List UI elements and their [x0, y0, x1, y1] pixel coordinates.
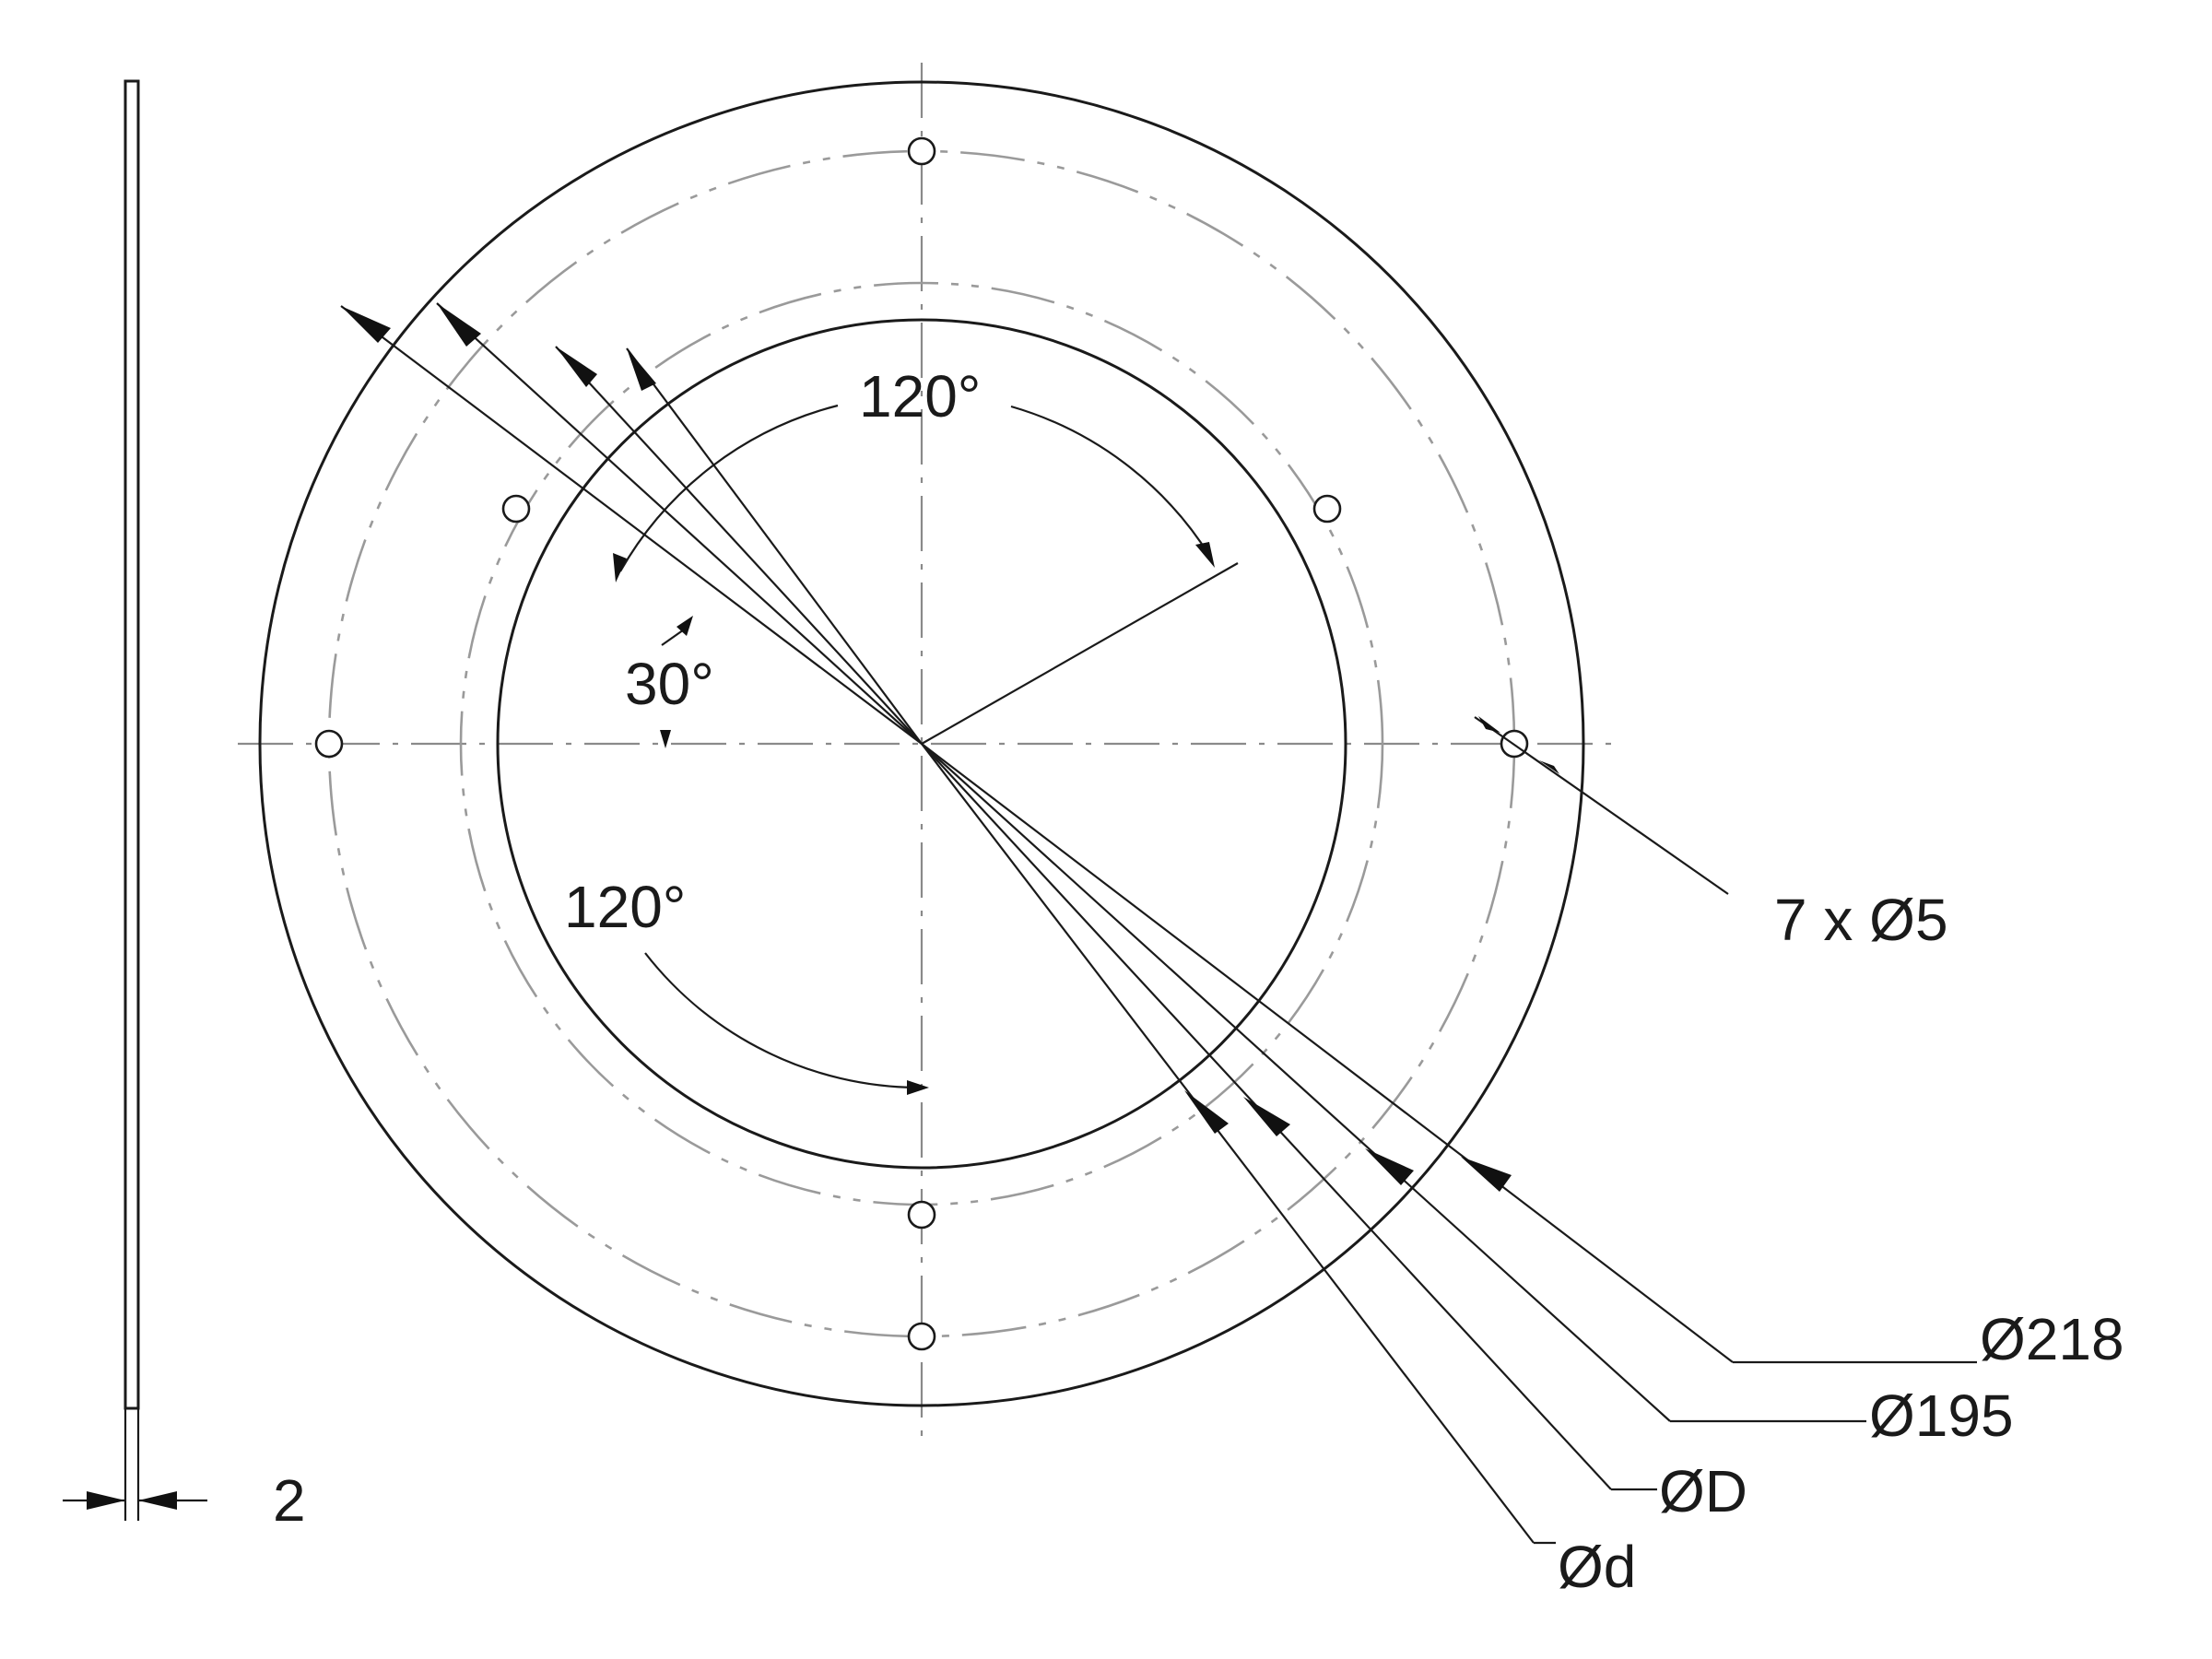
leader-arrow	[1478, 716, 1500, 733]
hole-callout-label: 7 x Ø5	[1774, 887, 1948, 953]
bolt-hole	[907, 1322, 936, 1351]
diameter-label-218: Ø218	[1980, 1306, 2124, 1372]
hole-pattern	[314, 136, 1529, 1351]
diameter-label-D: ØD	[1659, 1458, 1747, 1524]
leader-arrow	[627, 348, 656, 391]
angle-arrow	[613, 553, 627, 582]
angle-dimension-bottom	[644, 952, 929, 1095]
thickness-arrow-left	[87, 1491, 125, 1510]
angle-arrow	[907, 1080, 929, 1095]
thickness-arrow-right	[138, 1491, 177, 1510]
leader-arrow	[1539, 760, 1559, 774]
diameter-label-d: Ød	[1558, 1534, 1636, 1600]
bolt-hole	[1312, 494, 1342, 524]
leader-arrow	[1184, 1090, 1229, 1134]
diameter-leaders-upper	[340, 302, 923, 745]
angle-label-bottom: 120°	[564, 874, 686, 940]
outer-diameter-circle	[258, 80, 1585, 1407]
angle-label-small: 30°	[625, 651, 714, 717]
angle-dimension-top	[613, 404, 1239, 745]
leader-arrow	[556, 347, 597, 387]
inner-bore-circle	[496, 318, 1347, 1170]
angle-dimension-small	[660, 616, 693, 748]
bolt-hole	[907, 1200, 936, 1230]
bolt-hole	[314, 729, 344, 759]
leader-arrow	[1243, 1097, 1290, 1136]
bolt-hole	[907, 136, 936, 166]
side-view-plate	[63, 79, 207, 1521]
hole-callout-leader	[1474, 716, 1729, 895]
angle-label-top: 120°	[859, 363, 981, 429]
leader-arrow	[1365, 1148, 1414, 1185]
thickness-label: 2	[273, 1467, 306, 1534]
leader-arrow	[1461, 1157, 1512, 1192]
angle-arrow	[1195, 542, 1215, 568]
diameter-leaders-lower	[921, 743, 1977, 1545]
angle-arrow	[677, 616, 693, 636]
angle-arrow	[660, 730, 671, 748]
leader-arrow	[437, 303, 481, 347]
leader-arrow	[341, 306, 391, 343]
bolt-hole	[501, 494, 531, 524]
diameter-label-195: Ø195	[1869, 1382, 2014, 1449]
